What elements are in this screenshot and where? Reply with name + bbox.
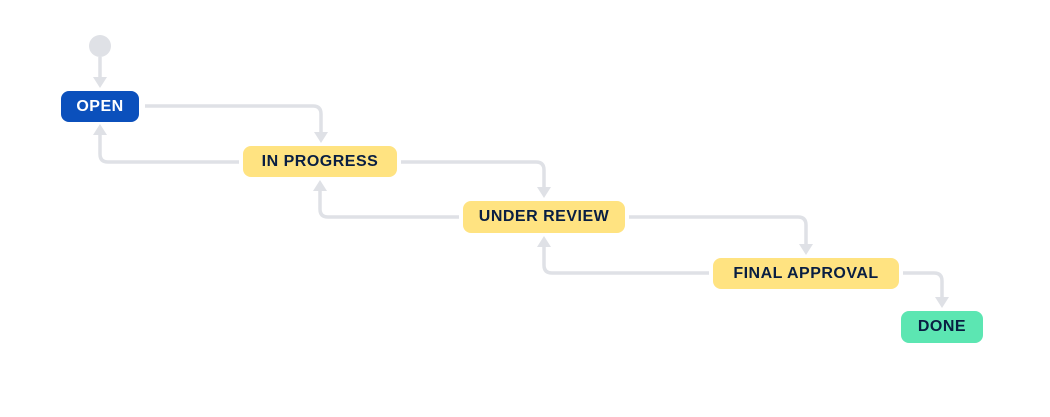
- arrowhead-down-icon: [537, 187, 551, 198]
- arrowhead-up-icon: [313, 180, 327, 191]
- transition-arrowheads: [93, 77, 949, 308]
- transition-final-approval-to-under-review: [542, 247, 709, 275]
- transition-in-progress-to-open: [98, 135, 239, 164]
- transition-under-review-to-in-progress: [318, 191, 459, 219]
- arrowhead-down-icon: [314, 132, 328, 143]
- arrowhead-down-icon: [93, 77, 107, 88]
- node-status-final-approval[interactable]: FINAL APPROVAL: [713, 258, 899, 289]
- transition-open-to-in-progress: [145, 104, 323, 132]
- arrowhead-down-icon: [935, 297, 949, 308]
- node-status-in-progress[interactable]: IN PROGRESS: [243, 146, 397, 177]
- arrowhead-up-icon: [537, 236, 551, 247]
- start-node-circle: [89, 35, 111, 57]
- transition-lines: [98, 57, 944, 297]
- transition-final-approval-to-done: [903, 271, 944, 297]
- arrowhead-down-icon: [799, 244, 813, 255]
- node-status-open[interactable]: OPEN: [61, 91, 139, 122]
- transition-in-progress-to-under-review: [401, 160, 546, 187]
- arrowhead-up-icon: [93, 124, 107, 135]
- node-status-under-review[interactable]: UNDER REVIEW: [463, 201, 625, 233]
- node-status-done[interactable]: DONE: [901, 311, 983, 343]
- transition-under-review-to-final-approval: [629, 215, 808, 244]
